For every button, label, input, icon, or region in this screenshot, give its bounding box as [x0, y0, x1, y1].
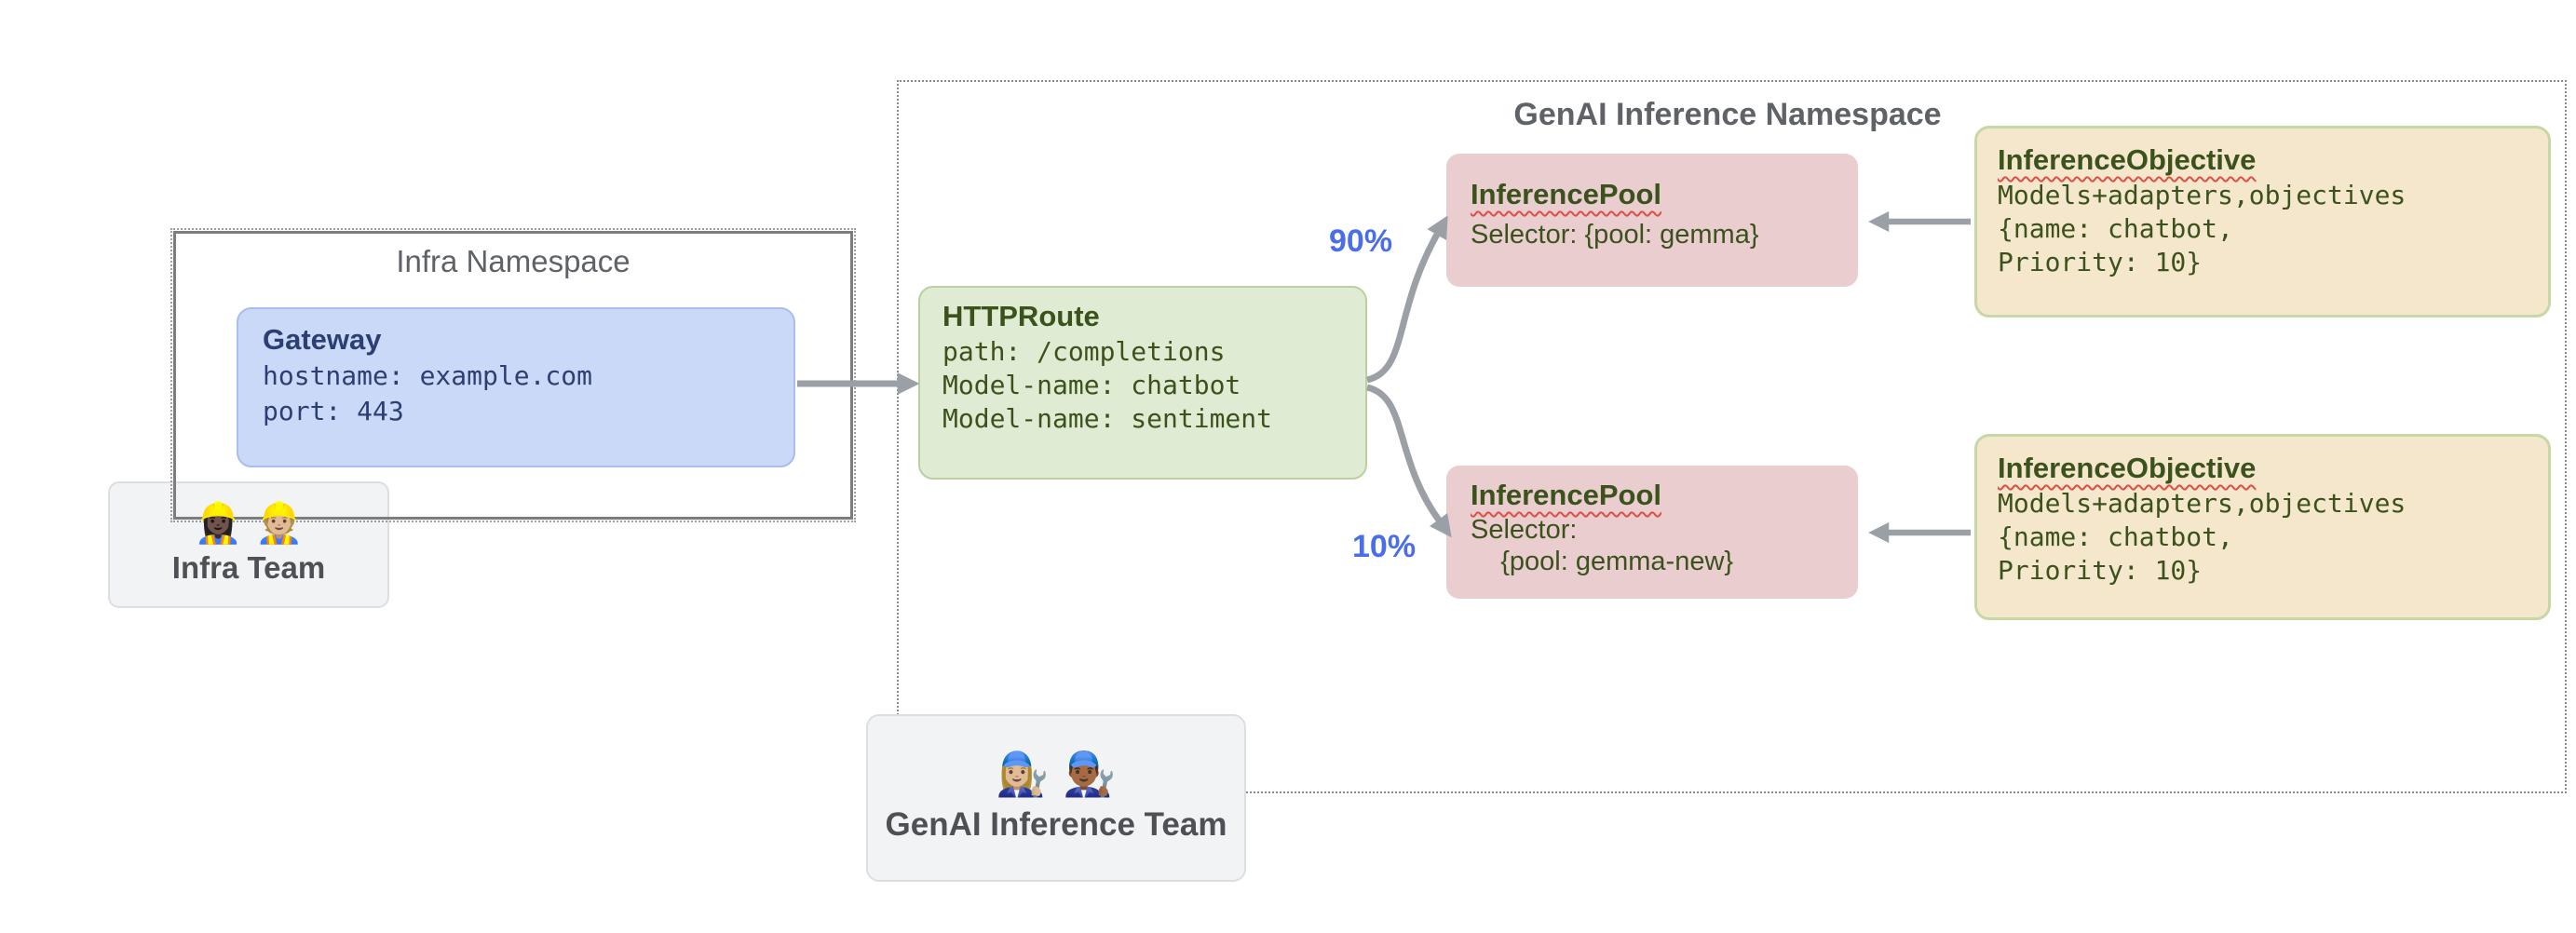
traffic-split-10: 10%: [1352, 529, 1417, 564]
inference-objective-box-2: InferenceObjective Models+adapters,objec…: [1974, 434, 2551, 620]
objective-models-line: Models+adapters,objectives: [1998, 488, 2407, 519]
inference-pool-title-text: InferencePool: [1471, 178, 1661, 210]
inference-objective-title: InferenceObjective: [1998, 450, 2548, 487]
gateway-hostname: hostname: example.com: [263, 360, 593, 391]
objective-name-line: {name: chatbot,: [1998, 521, 2233, 552]
objective-models-line: Models+adapters,objectives: [1998, 180, 2407, 210]
gateway-title: Gateway: [263, 323, 382, 356]
httproute-model-chatbot: Model-name: chatbot: [942, 370, 1241, 400]
inference-objective-title: InferenceObjective: [1998, 142, 2548, 179]
genai-inference-team-label: GenAI Inference Team: [885, 806, 1227, 843]
genai-namespace-title: GenAI Inference Namespace: [1513, 97, 1942, 132]
infra-team-label: Infra Team: [171, 550, 326, 585]
inference-objective-box-1: InferenceObjective Models+adapters,objec…: [1974, 126, 2551, 318]
traffic-split-90: 90%: [1329, 223, 1393, 259]
genai-inference-team-card: 👩🏼‍🔧 👨🏾‍🔧 GenAI Inference Team: [866, 714, 1246, 882]
httproute-title: HTTPRoute: [942, 300, 1100, 332]
inference-pool-selector: Selector:: [1471, 515, 1578, 545]
objective-priority-line: Priority: 10}: [1998, 555, 2203, 586]
inference-pool-title: InferencePool: [1471, 477, 1858, 514]
infra-team-card: 👷🏿‍♀️ 👷🏼 Infra Team: [108, 481, 389, 608]
objective-priority-line: Priority: 10}: [1998, 247, 2203, 277]
infra-namespace-title: Infra Namespace: [396, 244, 630, 278]
httproute-path: path: /completions: [942, 336, 1226, 367]
httproute-model-sentiment: Model-name: sentiment: [942, 403, 1273, 434]
inference-objective-title-text: InferenceObjective: [1998, 452, 2257, 484]
inference-pool-selector-value: {pool: gemma-new}: [1471, 547, 1734, 576]
gateway-box: Gateway hostname: example.com port: 443: [237, 307, 795, 467]
inference-pool-title-text: InferencePool: [1471, 479, 1661, 511]
inference-pool-title: InferencePool: [1471, 176, 1858, 213]
genai-namespace-box: [897, 80, 2567, 793]
inference-pool-gemma-new-box: InferencePool Selector: {pool: gemma-new…: [1446, 466, 1858, 599]
mechanic-emojis: 👩🏼‍🔧 👨🏾‍🔧: [996, 749, 1117, 799]
inference-objective-title-text: InferenceObjective: [1998, 143, 2257, 176]
inference-pool-gemma-box: InferencePool Selector: {pool: gemma}: [1446, 154, 1858, 287]
inference-pool-selector: Selector: {pool: gemma}: [1471, 220, 1759, 250]
httproute-box: HTTPRoute path: /completions Model-name:…: [918, 286, 1367, 480]
construction-worker-emojis: 👷🏿‍♀️ 👷🏼: [194, 500, 304, 546]
objective-name-line: {name: chatbot,: [1998, 213, 2233, 244]
gateway-port: port: 443: [263, 396, 404, 426]
infra-namespace-box: [170, 228, 856, 522]
